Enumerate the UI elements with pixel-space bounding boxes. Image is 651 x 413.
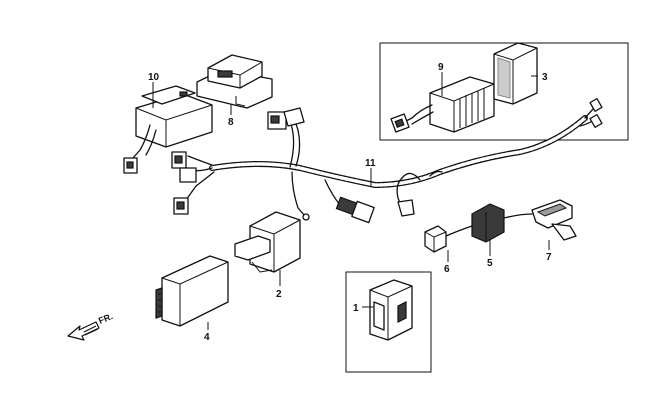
callout-11: 11 (365, 158, 376, 169)
callout-6: 6 (444, 264, 450, 275)
part-5-coupler (471, 203, 533, 243)
part-8-rubber-holder (196, 54, 273, 109)
callout-9: 9 (438, 62, 444, 73)
callout-8: 8 (228, 117, 234, 128)
callout-1: 1 (353, 303, 359, 314)
part-3-cover (493, 42, 538, 105)
part-9-regulator (390, 76, 495, 133)
part-1-mount (369, 279, 413, 341)
inset-box-part-1 (345, 271, 432, 373)
arrow-left-icon (67, 321, 100, 341)
part-6-connector (424, 225, 473, 253)
callout-2: 2 (276, 289, 282, 300)
callout-4: 4 (204, 332, 210, 343)
part-4-cdi-unit (155, 255, 229, 327)
front-label: FR. (97, 311, 114, 326)
callout-7: 7 (546, 252, 552, 263)
callout-3: 3 (542, 72, 548, 83)
callout-10: 10 (148, 72, 160, 83)
part-2-bracket (234, 211, 301, 273)
inset-box-upper-right (379, 42, 629, 141)
part-7-boot (531, 199, 577, 241)
leader-lines (152, 72, 550, 330)
part-11-main-harness (171, 98, 603, 224)
callout-5: 5 (487, 258, 493, 269)
front-direction-indicator: FR. (67, 311, 114, 341)
part-10-control-unit (123, 85, 213, 174)
